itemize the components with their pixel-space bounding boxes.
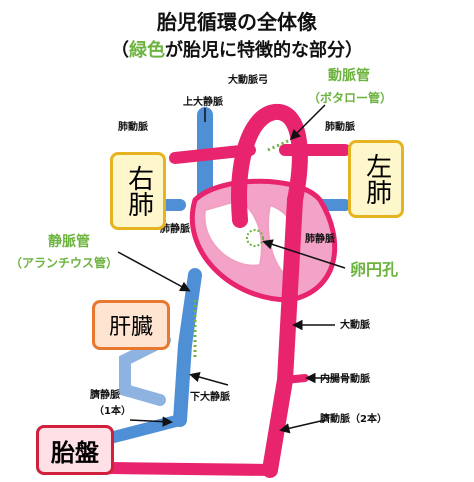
right-lung: 右肺 — [110, 152, 166, 230]
label-umb-artery: 臍動脈（2本） — [320, 412, 387, 425]
label-svc: 上大静脈 — [183, 95, 223, 108]
label-ductus-sub: （ボタロー管） — [308, 90, 392, 105]
label-umb-vein: 臍静脈 — [90, 388, 120, 401]
label-venosus-sub: （アランチウス管） — [10, 255, 118, 270]
ductus-arteriosus — [267, 138, 291, 152]
label-pa-left: 肺動脈 — [118, 120, 148, 133]
label-foramen: 卵円孔 — [350, 260, 398, 279]
label-pv-right: 肺静脈 — [305, 232, 335, 245]
label-umb-vein-count: （1本） — [94, 404, 131, 417]
label-venosus: 静脈管 — [48, 233, 90, 250]
label-pv-left: 肺静脈 — [160, 222, 190, 235]
label-aorta: 大動脈 — [340, 318, 370, 331]
umbilical-artery — [104, 462, 276, 476]
leader-foramen — [262, 239, 346, 269]
iliac-artery — [281, 374, 309, 384]
liver: 肝臓 — [92, 300, 170, 350]
placenta: 胎盤 — [36, 425, 114, 475]
liver-vein — [119, 334, 171, 406]
title-main: 胎児循環の全体像 — [157, 10, 317, 34]
leader-ivc — [189, 371, 229, 386]
label-pa-right: 肺動脈 — [325, 120, 355, 133]
foramen-ovale — [246, 229, 264, 247]
label-ivc: 下大静脈 — [190, 390, 230, 403]
label-iliac: 内腸骨動脈 — [320, 372, 370, 385]
leader-venosus — [117, 251, 191, 292]
left-lung: 左肺 — [348, 140, 404, 218]
leader-ductus — [289, 104, 326, 141]
leader-umb-artery — [279, 419, 326, 434]
inferior-vena-cava — [173, 268, 202, 427]
title-green-word: 緑色 — [129, 40, 165, 61]
label-ductus: 動脈管 — [328, 67, 370, 84]
aortic-arch — [231, 104, 308, 228]
label-aortic-arch: 大動脈弓 — [228, 73, 268, 86]
title-subtitle: （緑色が胎児に特徴的な部分） — [111, 40, 363, 61]
leader-umb-vein — [129, 416, 173, 427]
